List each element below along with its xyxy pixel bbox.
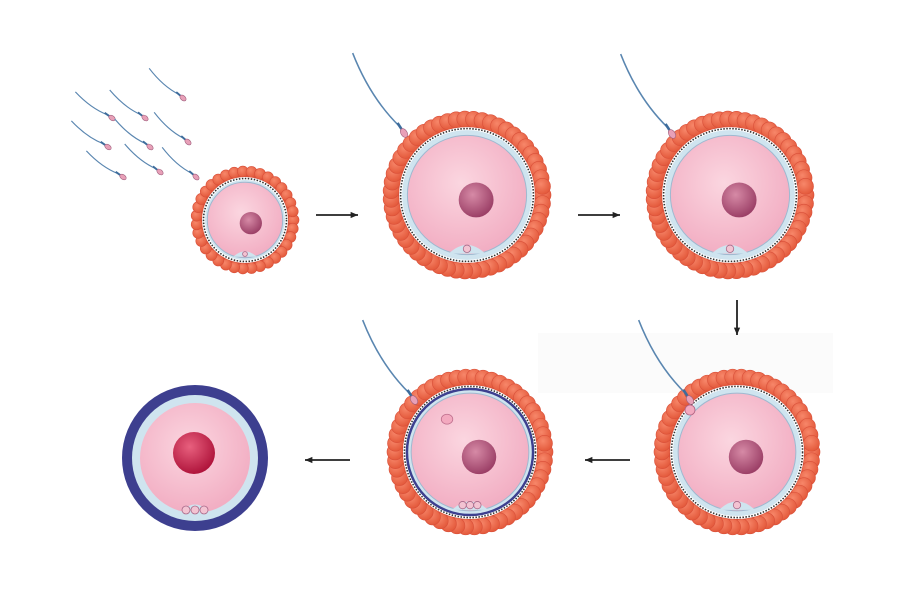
swarm-sperm [70,120,112,151]
outer-membrane [399,127,535,263]
sperm-tail [109,89,142,116]
sperm-midpiece [104,111,110,117]
fertilization-membrane [405,387,535,517]
sperm-contact [351,52,408,138]
sperm-head [119,173,127,181]
sperm-head [192,173,200,181]
sperm-head [184,138,192,146]
sperm-midpiece [100,140,106,146]
polar-body [473,501,482,510]
swarm-sperm [148,67,187,102]
egg-cell-stage4 [653,368,821,536]
sperm-midpiece [115,170,121,176]
sperm-tail [637,319,687,395]
sperm-head [104,143,112,151]
outer-membrane [403,385,537,519]
swarm-sperm [109,89,149,122]
sperm-tail [70,120,104,145]
sperm-midpiece [188,170,194,176]
corona-cell [286,205,299,218]
polar-body [242,251,248,257]
sperm-tail [619,53,669,129]
swarm-sperm [153,111,192,146]
sperm-midpiece [180,135,186,141]
arrow-head [585,456,593,464]
sperm-head [686,395,694,405]
polar-body [458,501,467,510]
arrow [733,300,741,335]
polar-body [181,505,191,515]
nucleus [721,182,757,218]
swarm-sperm [161,146,200,181]
sperm-acrosome [637,319,694,405]
arrow [578,211,620,219]
sperm-head [146,143,154,151]
sperm-midpiece [152,165,158,171]
swarm-sperm [85,150,127,181]
sperm-midpiece [175,91,181,97]
swarm-sperm [74,91,116,122]
polar-body [732,501,742,510]
outer-membrane [202,177,288,263]
acrosome-vesicle [684,404,696,416]
sperm-head [400,128,408,138]
sperm-tail [114,118,147,145]
sperm-head [410,395,418,405]
background-patch [538,333,833,393]
polar-body [199,505,209,515]
corona-cell [797,177,814,195]
egg-cell-stage2 [382,110,552,280]
arrow-head [733,327,741,335]
egg-cell-stage5 [386,368,554,536]
polar-body [725,244,735,253]
zygote-nucleus [173,432,215,474]
sperm-tail [351,52,401,128]
outer-membrane [670,385,804,519]
egg-cell-stage1 [190,165,300,275]
outer-membrane [662,127,798,263]
corona-cell [534,177,551,195]
polar-body [190,505,200,515]
sperm-tail [161,146,193,174]
arrow-head [350,211,358,219]
sperm-fused [361,319,418,405]
arrow-head [305,456,313,464]
sperm-tail [85,150,119,175]
corona-cell [803,435,820,452]
sperm-midpiece [682,389,689,397]
swarm-sperm [114,118,154,151]
polar-body [465,501,475,510]
egg-cell-stage3 [645,110,815,280]
male-pronucleus [440,413,454,425]
sperm-head [179,94,187,102]
nucleus [239,212,262,235]
sperm-penetrating [619,53,676,139]
nucleus [728,439,764,475]
sperm-midpiece [396,122,403,130]
sperm-tail [361,319,411,395]
sperm-head [141,114,149,122]
sperm-tail [153,111,185,139]
sperm-tail [74,91,108,116]
arrow [316,211,358,219]
swarm-sperm [124,143,164,176]
sperm-midpiece [137,111,143,117]
zygote [122,385,268,531]
sperm-midpiece [142,140,148,146]
polar-body [462,244,472,253]
nucleus [461,439,497,475]
arrow-head [612,211,620,219]
sperm-head [156,168,164,176]
arrow [585,456,630,464]
sperm-head [668,129,676,139]
sperm-midpiece [406,389,413,397]
nucleus [458,182,494,218]
arrow [305,456,350,464]
sperm-midpiece [664,123,671,131]
corona-cell [536,435,553,452]
sperm-tail [148,67,180,95]
